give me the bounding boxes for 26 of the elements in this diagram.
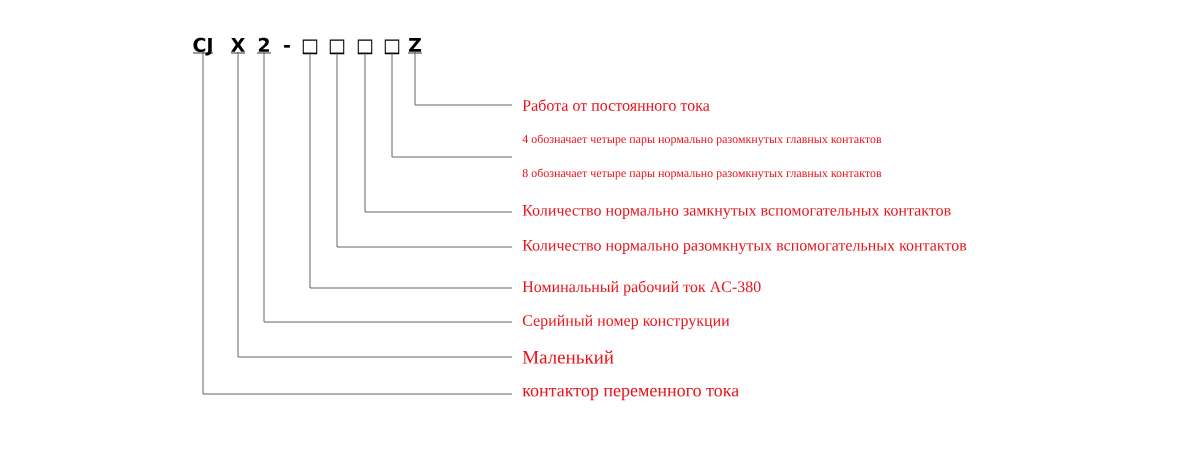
code-character: □ [384,39,400,55]
code-character: □ [357,39,373,55]
description-text: Номинальный рабочий ток AC-380 [522,280,761,296]
leader-line [237,51,513,358]
description-text: контактор переменного тока [522,387,739,401]
description-text: Работа от постоянного тока [522,99,710,111]
leader-line [364,51,513,213]
dash: - [284,45,290,48]
leader-line [391,51,513,158]
description-text: 8 обозначает четыре пары нормально разомкнутых главных контактов [522,168,882,180]
code-character: X [230,37,246,54]
description-text: Серийный номер конструкции [522,314,730,330]
code-character: Z [407,37,423,54]
description-text: Количество нормально замкнутых вспомогательных контактов [522,205,951,219]
leader-line [202,51,513,395]
code-character: 2 [256,37,272,54]
description-text: Количество нормально разомкнутых вспомогательных контактов [522,240,967,254]
code-character: □ [329,39,345,55]
leader-line [309,51,513,289]
code-character: CJ [192,37,214,56]
description-text: 4 обозначает четыре пары нормально разомкнутых главных контактов [522,134,882,146]
leader-line [336,51,513,248]
code-character: □ [302,39,318,55]
description-text: Маленький [522,350,614,364]
leader-line [414,51,513,106]
leader-line [263,51,513,323]
